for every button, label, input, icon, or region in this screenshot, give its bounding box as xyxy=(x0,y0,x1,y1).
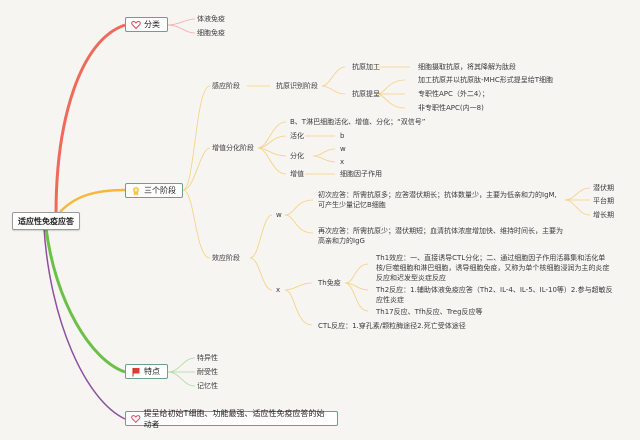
leaf-primary-response[interactable]: 初次应答：所需抗原多；应答潜伏期长；抗体数量少，主要为低亲和力的IgM,可产生少… xyxy=(318,191,557,209)
node-label: 三个阶段 xyxy=(144,186,176,195)
node-proliferation[interactable]: 增值分化阶段 xyxy=(212,144,254,152)
leaf-presentation-3[interactable]: 非专职性APC(内一8) xyxy=(418,104,484,112)
node-th-immunity[interactable]: Th免疫 xyxy=(318,279,341,287)
leaf-humoral[interactable]: 体液免疫 xyxy=(197,15,225,23)
node-label: 提呈给初始T细胞、功能最强、适应性免疫应答的始动者 xyxy=(143,408,325,429)
leaf-proliferation-summary[interactable]: B、T淋巴细胞活化、增值、分化；“双信号” xyxy=(290,118,426,126)
node-label: 分类 xyxy=(144,20,160,29)
leaf-latent-phase[interactable]: 潜伏期 xyxy=(593,184,614,192)
node-label: 特点 xyxy=(144,367,160,376)
leaf-growth-phase[interactable]: 增长期 xyxy=(593,211,614,219)
leaf-ctl[interactable]: CTL反应：1.穿孔素/颗粒酶途径2.死亡受体途径 xyxy=(318,322,466,330)
leaf-th17[interactable]: Th17反应、Tfh反应、Treg反应等 xyxy=(376,308,483,316)
heart-icon xyxy=(131,414,141,423)
root-node[interactable]: 适应性免疫应答 xyxy=(12,212,80,230)
leaf-presentation-1[interactable]: 加工抗原并以抗原肽-MHC形式提呈给T细胞 xyxy=(418,76,553,84)
node-sensing[interactable]: 感应阶段 xyxy=(212,82,240,90)
leaf-cellular[interactable]: 细胞免疫 xyxy=(197,29,225,37)
node-processing[interactable]: 抗原加工 xyxy=(352,63,380,71)
node-w[interactable]: w xyxy=(276,211,282,219)
root-label: 适应性免疫应答 xyxy=(18,216,74,226)
medal-icon xyxy=(133,186,139,195)
leaf-memory[interactable]: 记忆性 xyxy=(197,382,218,390)
node-proliferate[interactable]: 增值 xyxy=(290,170,304,178)
node-differentiation[interactable]: 分化 xyxy=(290,152,304,160)
node-features[interactable]: 特点 xyxy=(125,364,168,379)
leaf-differentiation-w[interactable]: w xyxy=(340,145,346,153)
leaf-tolerance[interactable]: 耐受性 xyxy=(197,368,218,376)
leaf-activation-b[interactable]: b xyxy=(340,132,345,140)
leaf-plateau-phase[interactable]: 平台期 xyxy=(593,197,614,205)
node-effector[interactable]: 效应阶段 xyxy=(212,254,240,262)
node-stages[interactable]: 三个阶段 xyxy=(125,183,183,198)
leaf-differentiation-x[interactable]: x xyxy=(340,158,345,166)
node-classification[interactable]: 分类 xyxy=(125,17,168,32)
flag-icon xyxy=(132,367,140,376)
node-x[interactable]: x xyxy=(276,286,281,294)
node-recognition[interactable]: 抗原识别阶段 xyxy=(276,82,318,90)
node-initiator[interactable]: 提呈给初始T细胞、功能最强、适应性免疫应答的始动者 xyxy=(125,409,338,429)
leaf-specificity[interactable]: 特异性 xyxy=(197,354,218,362)
node-presentation[interactable]: 抗原提呈 xyxy=(352,90,380,98)
leaf-processing-detail[interactable]: 细胞摄取抗原，将其降解为肽段 xyxy=(418,63,516,71)
leaf-th1[interactable]: Th1效应：一、直接诱导CTL分化；二、通过细胞因子作用活募集和活化单核/巨噬细… xyxy=(376,254,610,282)
leaf-secondary-response[interactable]: 再次应答：所需抗原少；潜伏期短；血清抗体浓度增加快、维持时间长，主要为高亲和力的… xyxy=(318,227,563,245)
leaf-presentation-2[interactable]: 专职性APC（外二4）； xyxy=(418,90,489,98)
heart-icon xyxy=(131,20,141,29)
node-activation[interactable]: 活化 xyxy=(290,132,304,140)
leaf-th2[interactable]: Th2反应：1.辅助体液免疫应答（Th2、IL-4、IL-5、IL-10等）2.… xyxy=(376,286,613,304)
leaf-cytokine[interactable]: 细胞因子作用 xyxy=(340,170,382,178)
